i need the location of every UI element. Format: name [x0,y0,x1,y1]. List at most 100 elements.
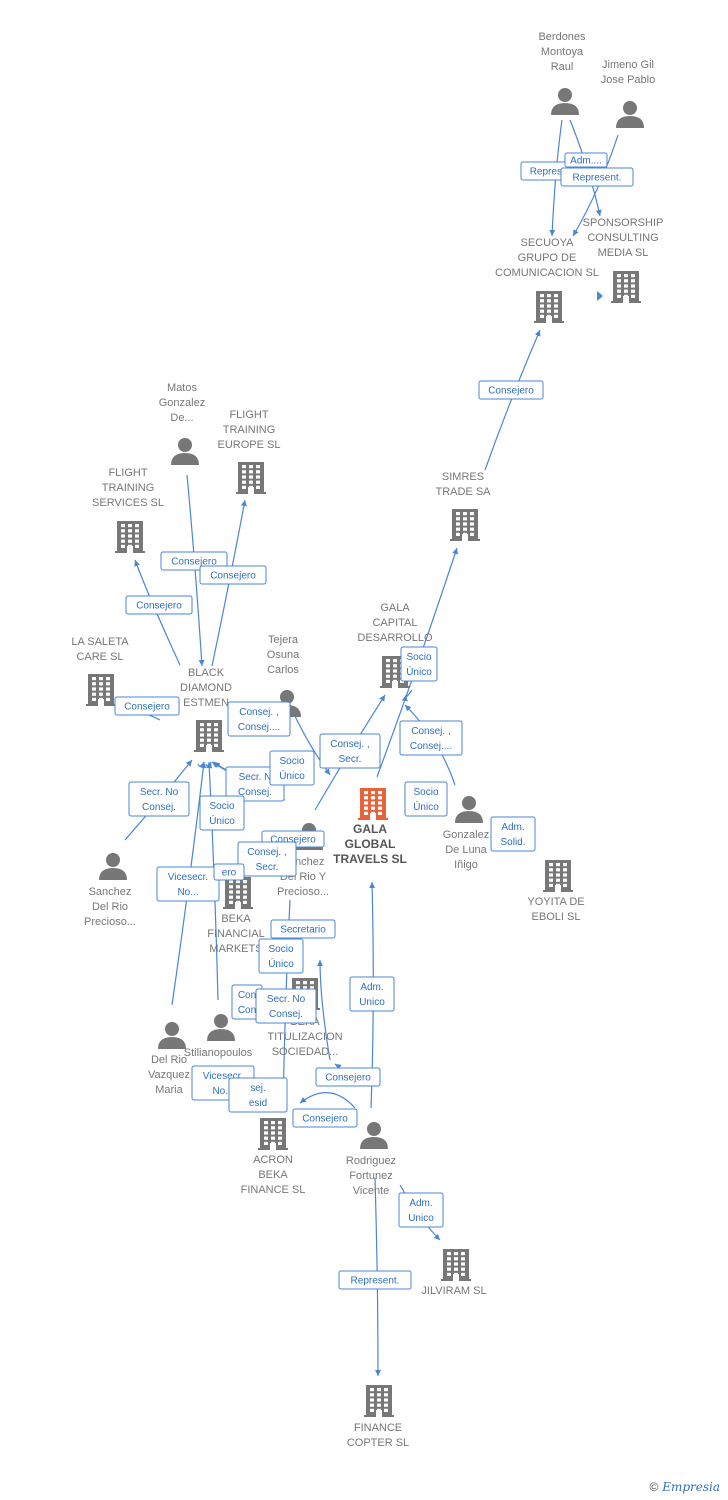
edge-role-label[interactable]: Consej. , Consej.... [399,720,463,756]
node-label: YOYITA DE [527,896,584,908]
node-label: TRAINING [102,482,155,494]
edge-role-text: Consej. [269,1009,303,1020]
edge-role-label[interactable]: Consejero [114,696,180,716]
edge-role-label[interactable]: Adm.Unico [398,1192,444,1228]
edge-role-label[interactable]: Consej. ,Consej.... [227,701,291,737]
node-label: ESTMEN [183,697,229,709]
node-label: SOCIEDAD... [272,1046,339,1058]
node-label: Del Rio [151,1054,187,1066]
building-icon [358,788,388,820]
node-label: COMUNICACION SL [495,267,599,279]
person-node-matos[interactable]: MatosGonzalezDe... [159,382,205,465]
building-icon [86,674,116,706]
edge-role-box [292,1108,358,1128]
edge-role-text: Único [413,800,439,813]
edge-role-label[interactable]: Consejero [199,565,267,585]
node-label: BEKA [258,1169,288,1181]
node-label: FINANCE [354,1422,402,1434]
edge-role-text: Secr. N [239,772,272,783]
edge-role-text: Único [209,814,235,827]
edge-role-label[interactable]: Consejero [478,380,544,400]
edge-role-text: Unico [408,1213,434,1224]
edge-role-text: Único [279,769,305,782]
node-label: FLIGHT [108,467,147,479]
edge-role-text: Consej. [142,802,176,813]
edge-role-label[interactable]: Vicesecr.No... [156,866,220,902]
edge-role-text: ero [222,868,237,879]
edge-role-box [199,795,245,831]
edge-role-label[interactable]: Adm.Unico [349,976,395,1012]
edge-role-text: Vicesecr. [203,1071,243,1082]
node-label: Osuna [267,649,300,661]
edge-role-label[interactable]: Consej. ,Secr. [237,841,297,877]
node-label: Matos [167,382,197,394]
edge-role-label[interactable]: Represent. [560,167,634,187]
node-label: CONSULTING [587,232,658,244]
relation-edge [401,689,413,702]
edge-role-text: Consej.... [410,741,452,752]
edge-role-label[interactable]: Represent. [338,1270,412,1290]
node-label: TRAINING [223,424,276,436]
edge-role-label[interactable]: Consejero [315,1067,381,1087]
node-label: CARE SL [76,651,123,663]
node-label: DESARROLLO [357,632,433,644]
edge-role-label[interactable]: sej.esid [228,1077,288,1113]
node-label: GLOBAL [345,837,396,851]
edge-role-label[interactable]: ero [213,863,245,881]
edge-role-text: Adm. [501,822,524,833]
brand-name: Empresia [662,1480,720,1494]
edge-role-label[interactable]: Adm.Solid. [490,816,536,852]
edge-role-text: Consejero [325,1073,371,1084]
node-label: Iñigo [454,859,478,871]
edge-role-text: Consej. , [330,739,369,750]
edge-role-label[interactable]: Adm.... [564,152,608,168]
person-icon [158,1022,186,1049]
node-label: Maria [155,1084,183,1096]
edge-role-text: Consejero [136,601,182,612]
edge-role-text: Secretario [280,925,326,936]
edge-role-box [114,696,180,716]
building-icon [611,271,641,303]
person-node-stilianopoulos[interactable]: Stilianopoulos [184,1014,253,1059]
edge-role-label[interactable]: Consejero [125,595,193,615]
edge-role-label[interactable]: Consejero [292,1108,358,1128]
node-label: Raul [551,61,574,73]
edge-role-text: Consej. , [411,726,450,737]
edge-role-box [227,701,291,737]
edge-role-box [270,919,336,939]
company-node-jilviram[interactable]: JILVIRAM SL [421,1249,487,1297]
edge-role-label[interactable]: Secretario [270,919,336,939]
node-label: DIAMOND [180,682,232,694]
brand-footer[interactable]: © Empresia [650,1480,720,1494]
edge-role-label[interactable]: Consej. ,Secr. [319,733,381,769]
node-label: SPONSORSHIP [583,217,664,229]
